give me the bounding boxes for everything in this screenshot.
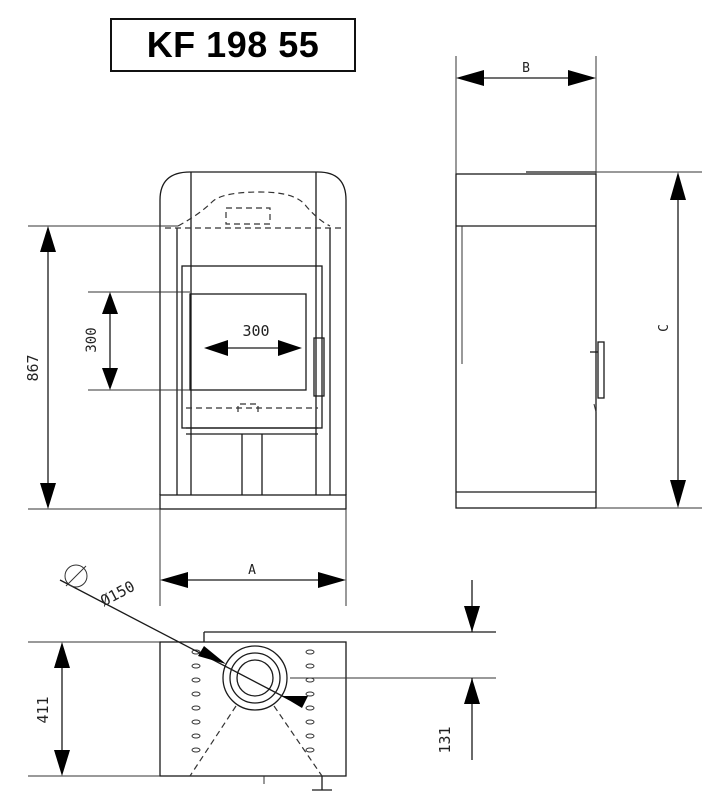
- top-view: Ø150 411 131: [28, 564, 496, 791]
- dim-height-label: C: [657, 324, 672, 332]
- top-body-outline: [159, 641, 347, 777]
- front-door-glass: [189, 293, 307, 391]
- side-door-handle: [597, 341, 605, 399]
- front-top-dashed-outlet: [225, 207, 271, 225]
- dim-height-front: 867: [24, 354, 42, 381]
- dim-width-label: A: [248, 563, 256, 578]
- front-door-handle: [313, 337, 325, 397]
- model-title-box: KF 198 55: [110, 18, 356, 72]
- front-view: 867 300 300 A: [24, 171, 347, 606]
- model-title: KF 198 55: [146, 24, 320, 65]
- dim-glass-height: 300: [84, 327, 100, 352]
- dim-flue-diameter: Ø150: [97, 577, 137, 610]
- dim-flue-offset: 131: [436, 726, 454, 753]
- flue-outer-ring: [222, 645, 288, 711]
- side-body-outline: [455, 173, 597, 509]
- front-base-plinth: [159, 494, 347, 510]
- front-body-outline: [159, 171, 347, 495]
- side-view: B C: [455, 56, 702, 509]
- dim-depth-label: B: [522, 61, 530, 76]
- dim-glass-width: 300: [242, 322, 269, 340]
- front-top-dashed-arch: [177, 191, 331, 227]
- dim-depth-top: 411: [34, 696, 52, 723]
